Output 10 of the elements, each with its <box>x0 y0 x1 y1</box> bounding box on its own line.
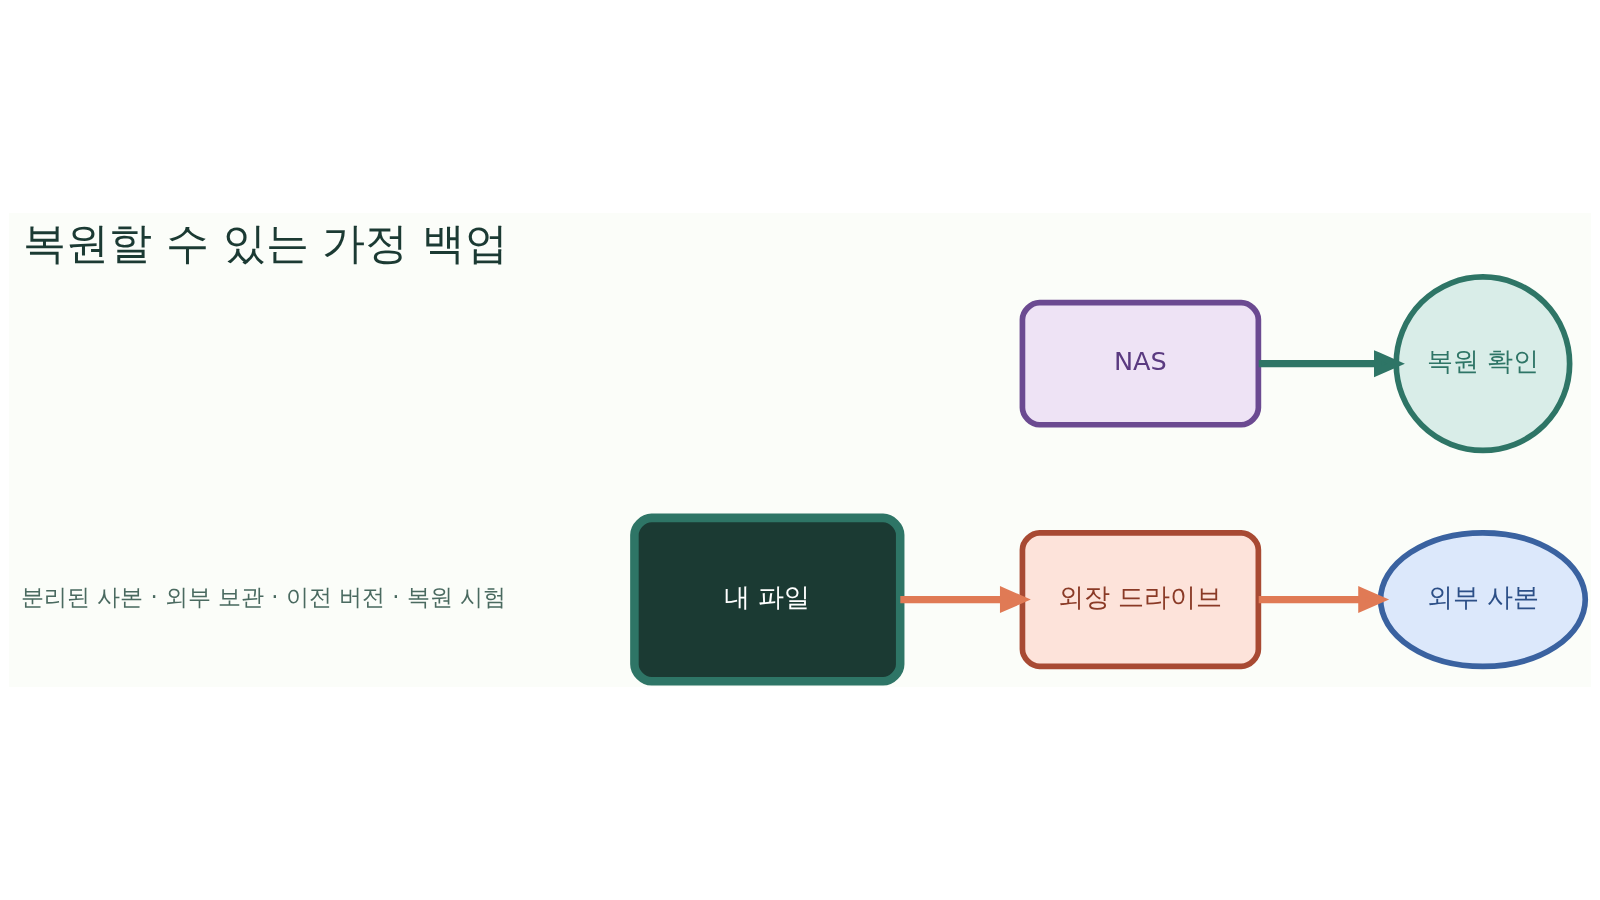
node-box: NAS <box>1019 299 1262 428</box>
arrow <box>1258 350 1405 378</box>
diagram-title: 복원할 수 있는 가정 백업 <box>23 218 508 269</box>
node-ellipse: 외부 사본 <box>1377 529 1589 670</box>
node-box: 외장 드라이브 <box>1019 529 1262 670</box>
arrow <box>1258 586 1390 614</box>
arrow <box>900 586 1031 614</box>
node-box: 내 파일 <box>630 513 905 686</box>
node-circle: 복원 확인 <box>1393 274 1573 454</box>
label: 분리된 사본 · 외부 보관 · 이전 버전 · 복원 시험 <box>20 583 506 610</box>
